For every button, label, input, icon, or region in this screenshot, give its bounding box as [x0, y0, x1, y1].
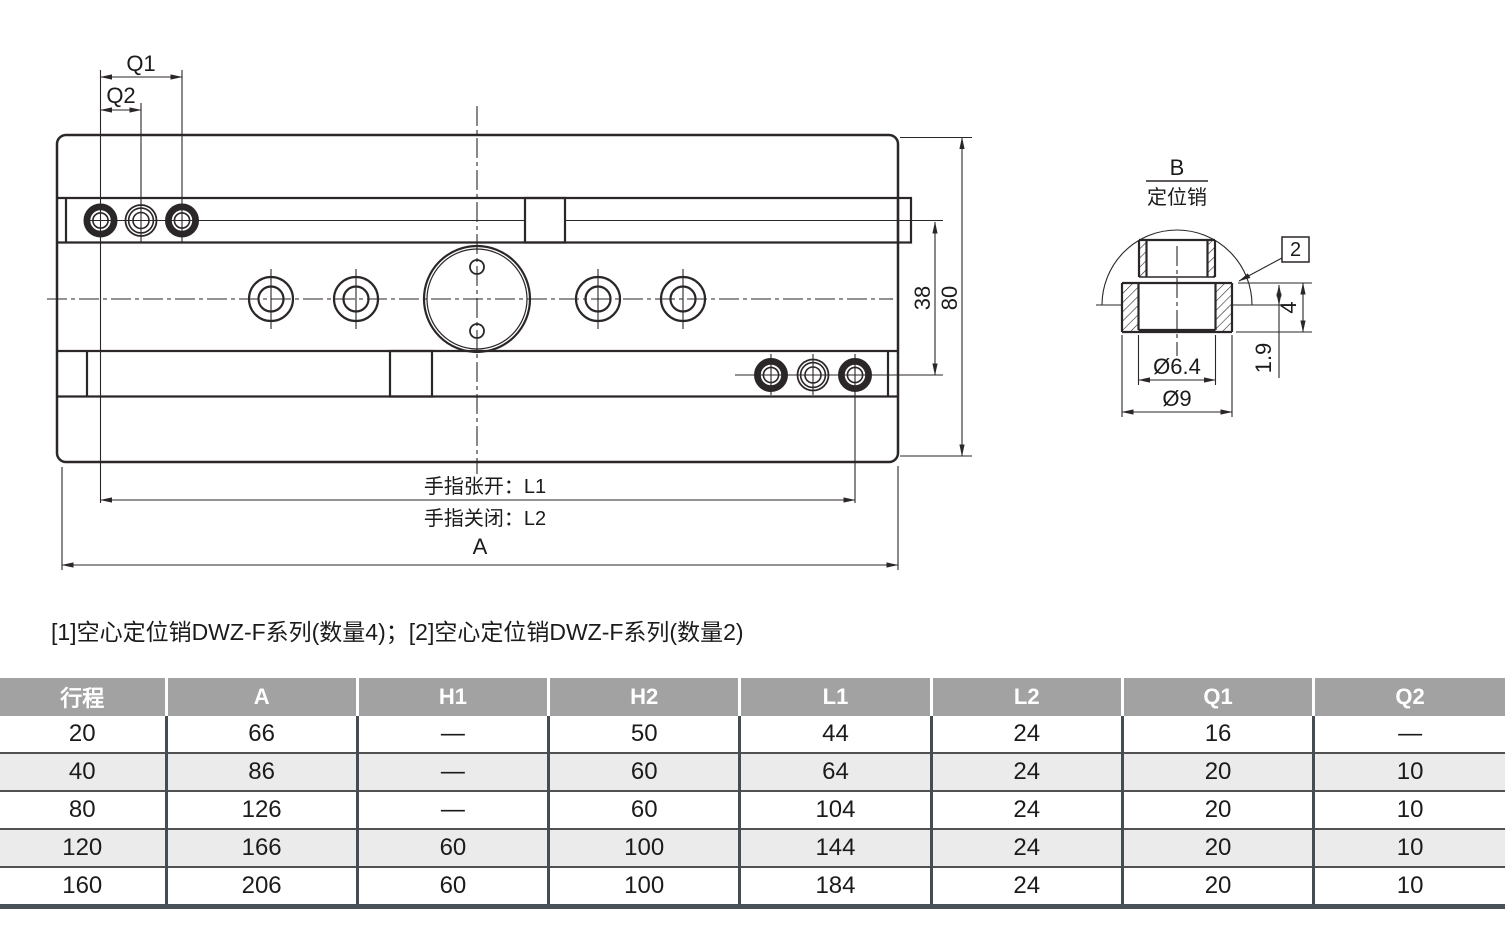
table-cell: 66	[164, 716, 358, 753]
screw-hole	[838, 358, 872, 392]
dim-1-9: 1.9	[1251, 284, 1282, 378]
dim-label-q2: Q2	[106, 83, 135, 108]
center-boss	[422, 244, 532, 354]
dim-label-d9: Ø9	[1162, 386, 1191, 411]
dim-38: 38	[910, 221, 938, 376]
table-cell: 10	[1312, 790, 1505, 829]
counterbore-holes	[247, 269, 707, 329]
table-cell: 20	[1120, 828, 1314, 867]
technical-drawing: Q1 Q2 38 80 手指张开：L1 手指关闭：L2	[47, 51, 1312, 570]
callout-2: 2	[1238, 236, 1310, 282]
table-row: 40 86 — 60 64 24 20 10	[0, 752, 1505, 791]
main-view: Q1 Q2 38 80 手指张开：L1 手指关闭：L2	[47, 51, 972, 570]
table-cell: 60	[355, 828, 549, 867]
table-cell: 80	[0, 790, 166, 829]
lower-rail-block	[388, 349, 434, 398]
table-cell: 86	[164, 752, 358, 791]
dim-label-q1: Q1	[126, 51, 155, 76]
table-cell: 100	[547, 828, 740, 867]
footnote: [1]空心定位销DWZ-F系列(数量4)；[2]空心定位销DWZ-F系列(数量2…	[51, 619, 744, 645]
table-row: 160 206 60 100 184 24 20 10	[0, 866, 1505, 907]
table-cell: 24	[929, 828, 1123, 867]
finger-holes-top	[83, 203, 199, 238]
dim-label-1-9: 1.9	[1251, 343, 1276, 374]
screw-hole	[754, 358, 788, 392]
dim-label-4: 4	[1276, 301, 1301, 313]
dim-a: A	[61, 466, 899, 570]
table-cell: —	[355, 716, 549, 753]
table-cell: 184	[738, 866, 932, 907]
table-cell: 64	[738, 752, 932, 791]
table-cell: 50	[547, 716, 740, 753]
table-cell: 104	[738, 790, 932, 829]
table-cell: 20	[1120, 866, 1314, 907]
table-cell: 24	[929, 752, 1123, 791]
table-cell: 100	[547, 866, 740, 907]
table-cell: 166	[164, 828, 358, 867]
table-cell: 20	[1120, 790, 1314, 829]
finger-close-label: 手指关闭：L2	[424, 507, 546, 530]
dim-label-a: A	[473, 534, 488, 559]
dim-80: 80	[900, 136, 972, 457]
dim-l1: 手指张开：L1 手指关闭：L2	[100, 475, 856, 530]
table-cell: 20	[1120, 752, 1314, 791]
screw-hole	[83, 203, 118, 238]
detail-title: B	[1170, 155, 1185, 180]
dim-label-d64: Ø6.4	[1153, 354, 1201, 379]
header-h2: H2	[547, 678, 740, 716]
table-header: 行程 A H1 H2 L1 L2 Q1 Q2	[0, 678, 1505, 716]
table-cell: 10	[1312, 828, 1505, 867]
table-cell: 20	[68, 720, 96, 747]
table-cell: 10	[1312, 752, 1505, 791]
table-cell: 120	[0, 828, 166, 867]
dimension-table: 行程 A H1 H2 L1 L2 Q1 Q2 20 66 — 50 44 24 …	[0, 678, 1505, 909]
table-cell: 16	[1120, 716, 1314, 753]
table-cell: 24	[929, 790, 1123, 829]
table-cell: 126	[164, 790, 358, 829]
table-cell: 10	[1312, 866, 1505, 907]
table-cell: 206	[164, 866, 358, 907]
centerlines	[47, 106, 893, 474]
header-a: A	[164, 678, 358, 716]
table-row: 20 66 — 50 44 24 16 —	[0, 716, 1505, 753]
table-cell: 160	[0, 866, 166, 907]
table-cell: —	[1312, 716, 1505, 753]
detail-subtitle: 定位销	[1147, 186, 1207, 209]
table-cell: —	[355, 752, 549, 791]
table-row: 80 126 — 60 104 24 20 10	[0, 790, 1505, 829]
callout-2-label: 2	[1290, 239, 1301, 261]
dim-diameter-6-4: Ø6.4	[1137, 335, 1217, 385]
header-h1: H1	[355, 678, 549, 716]
table-row: 120 166 60 100 144 24 20 10	[0, 828, 1505, 867]
dim-4: 4	[1236, 282, 1312, 333]
table-cell: 60	[547, 790, 740, 829]
dim-q2: Q2	[100, 83, 142, 113]
header-stroke: 行程	[0, 678, 166, 716]
dim-diameter-9: Ø9	[1121, 335, 1233, 417]
upper-rail-block	[523, 196, 567, 244]
dim-q1: Q1	[100, 51, 183, 80]
table-cell: 40	[0, 752, 166, 791]
header-q1: Q1	[1120, 678, 1314, 716]
dim-label-38: 38	[910, 286, 935, 310]
table-cell: 144	[738, 828, 932, 867]
dowel-hole	[124, 204, 158, 237]
header-l2: L2	[929, 678, 1123, 716]
header-l1: L1	[738, 678, 932, 716]
detail-view-b: B 定位销	[1096, 155, 1312, 417]
table-cell: 24	[929, 866, 1123, 907]
pin-cross-section	[1120, 238, 1234, 356]
header-q2: Q2	[1312, 678, 1505, 716]
table-cell: 60	[547, 752, 740, 791]
table-cell: —	[355, 790, 549, 829]
screw-hole	[165, 203, 199, 238]
dim-label-80: 80	[937, 286, 962, 310]
table-cell: 44	[738, 716, 932, 753]
finger-holes-bottom	[754, 358, 872, 392]
table-cell: 24	[929, 716, 1123, 753]
finger-open-label: 手指张开：L1	[424, 475, 546, 498]
table-cell: 60	[355, 866, 549, 907]
dowel-hole	[796, 358, 830, 392]
